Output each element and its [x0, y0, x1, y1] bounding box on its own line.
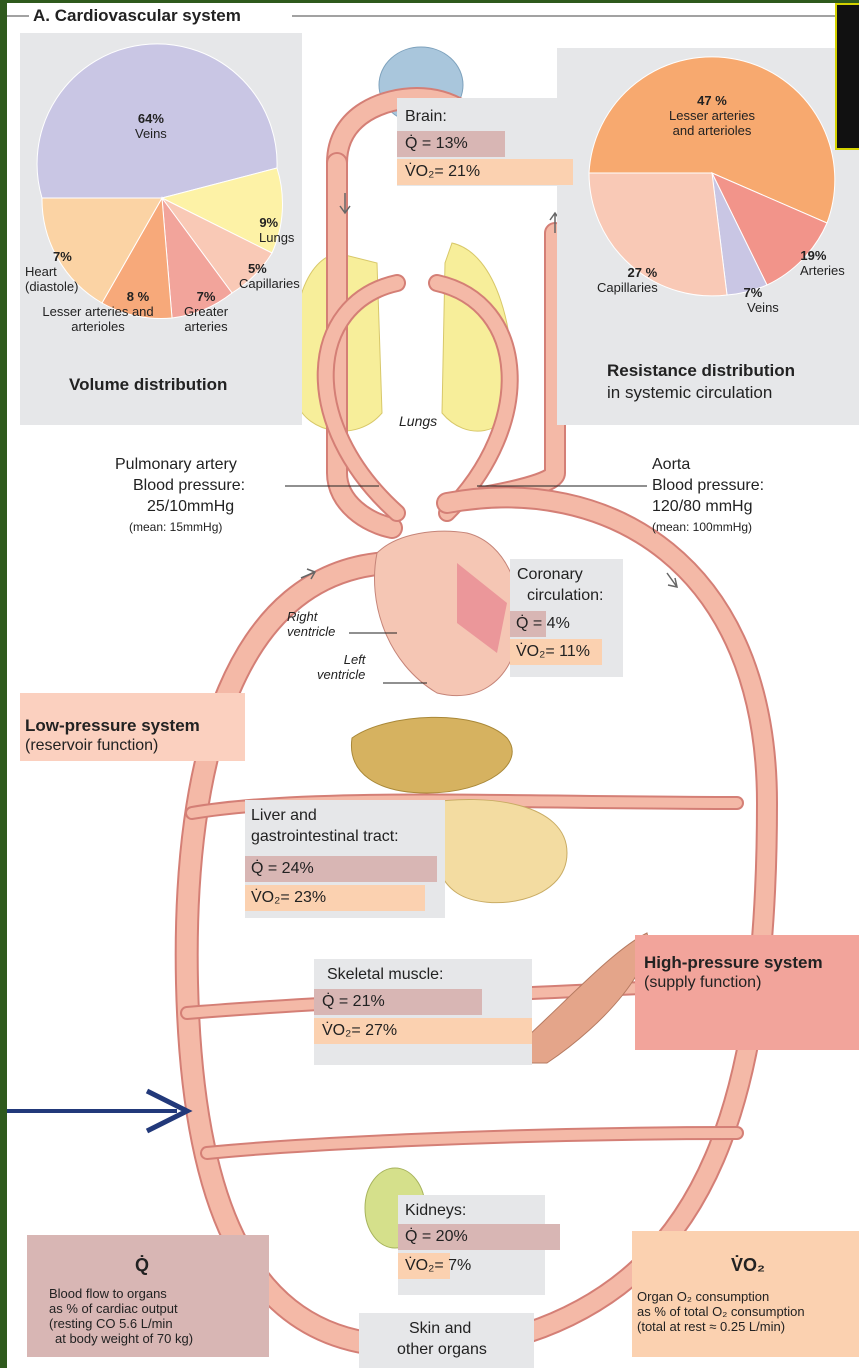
- kidneys-q: Q̇ = 20%: [405, 1227, 468, 1246]
- lungs-organ-label: Lungs: [399, 413, 437, 429]
- liver-name1: Liver and: [251, 806, 317, 825]
- muscle-name: Skeletal muscle:: [327, 965, 444, 984]
- q-legend-l1: Blood flow to organs: [49, 1286, 167, 1301]
- aorta-l3: 120/80 mmHg: [652, 497, 753, 516]
- coronary-q: Q̇ = 4%: [516, 614, 570, 633]
- liver-vo2: V̇O₂= 23%: [251, 888, 326, 907]
- resistance-capillaries-label: 27 %Capillaries: [597, 265, 658, 295]
- q-legend-l4: at body weight of 70 kg): [55, 1331, 193, 1346]
- muscle-vo2: V̇O₂= 27%: [322, 1021, 397, 1040]
- q-legend-l2: as % of cardiac output: [49, 1301, 178, 1316]
- aorta-l2: Blood pressure:: [652, 476, 764, 495]
- diagram-page: A. Cardiovascular system 64%Veins 9%Lung…: [7, 3, 859, 1368]
- aorta-l1: Aorta: [652, 455, 690, 474]
- muscle-q: Q̇ = 21%: [322, 992, 385, 1011]
- resistance-lesser-arteries-label: 47 %Lesser arteries and arterioles: [657, 93, 767, 138]
- low-pressure-title: Low-pressure system: [25, 716, 200, 736]
- skin-name2: other organs: [397, 1340, 487, 1359]
- skin-name1: Skin and: [409, 1319, 471, 1338]
- resistance-title: Resistance distribution: [607, 361, 795, 381]
- liver-name2: gastrointestinal tract:: [251, 827, 399, 846]
- kidneys-name: Kidneys:: [405, 1201, 466, 1220]
- pulmonary-l1: Pulmonary artery: [115, 455, 237, 474]
- vo2-legend-symbol: V̇O₂: [731, 1255, 765, 1276]
- q-legend-l3: (resting CO 5.6 L/min: [49, 1316, 173, 1331]
- corner-black-box: [835, 3, 859, 150]
- aorta-l4: (mean: 100mmHg): [652, 520, 752, 534]
- vo2-legend-l2: as % of total O₂ consumption: [637, 1304, 805, 1319]
- high-pressure-sub: (supply function): [644, 974, 761, 992]
- pulmonary-l3: 25/10mmHg: [147, 497, 234, 516]
- brain-name: Brain:: [405, 107, 447, 126]
- coronary-vo2: V̇O₂= 11%: [516, 642, 590, 661]
- q-legend-symbol: Q̇: [135, 1255, 149, 1276]
- resistance-veins-label: 7%Veins: [727, 285, 779, 315]
- brain-q: Q̇ = 13%: [405, 134, 468, 153]
- coronary-name1: Coronary: [517, 565, 583, 584]
- pulmonary-l2: Blood pressure:: [133, 476, 245, 495]
- resistance-pie-chart: [7, 3, 859, 1368]
- pulmonary-l4: (mean: 15mmHg): [129, 520, 222, 534]
- low-pressure-sub: (reservoir function): [25, 737, 158, 755]
- vo2-legend-l3: (total at rest ≈ 0.25 L/min): [637, 1319, 785, 1334]
- coronary-name2: circulation:: [527, 586, 603, 605]
- resistance-subtitle: in systemic circulation: [607, 383, 772, 403]
- vo2-legend-l1: Organ O₂ consumption: [637, 1289, 769, 1304]
- kidneys-vo2: V̇O₂= 7%: [405, 1256, 471, 1275]
- high-pressure-title: High-pressure system: [644, 953, 823, 973]
- liver-q: Q̇ = 24%: [251, 859, 314, 878]
- resistance-arteries-label: 19%Arteries: [782, 248, 845, 278]
- brain-vo2: V̇O₂= 21%: [405, 162, 480, 181]
